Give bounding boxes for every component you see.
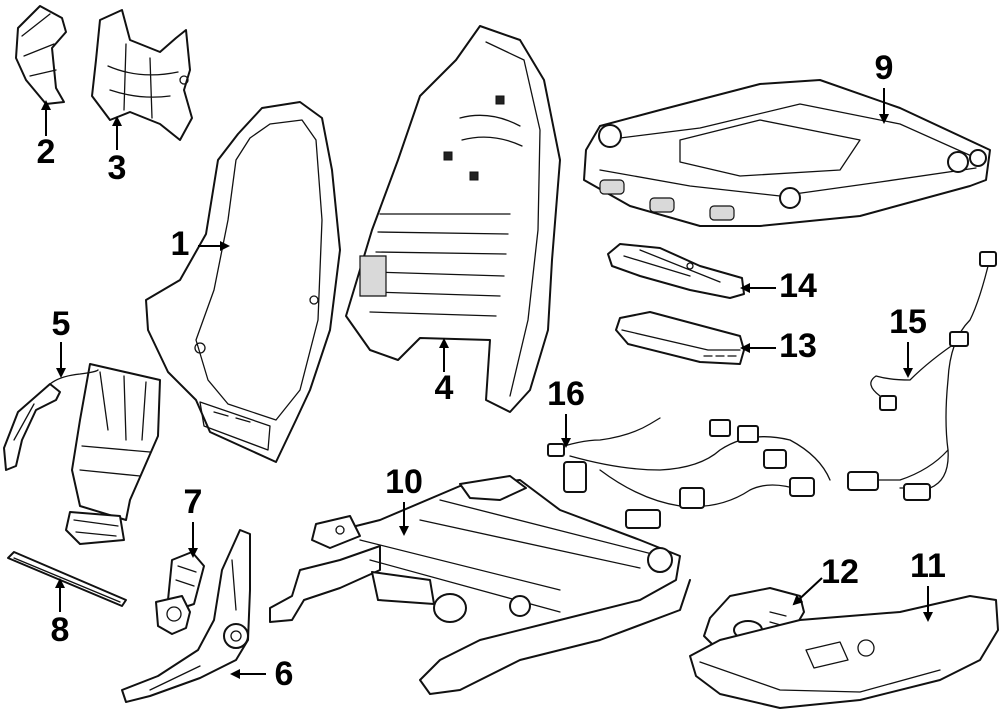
- part-8-rod[interactable]: [7, 551, 127, 607]
- callout-15: 15: [889, 303, 927, 341]
- part-13-control-module[interactable]: [615, 311, 745, 365]
- part-11-side-shield[interactable]: [689, 595, 999, 709]
- part-5-lumbar-support[interactable]: [3, 363, 161, 545]
- callout-1: 1: [171, 225, 190, 263]
- part-15-wiring-harness[interactable]: [847, 251, 997, 501]
- callout-3: 3: [108, 149, 127, 187]
- callout-9: 9: [875, 49, 894, 87]
- callout-8: 8: [51, 611, 70, 649]
- callout-6: 6: [275, 655, 294, 693]
- part-14-module-bracket[interactable]: [607, 243, 745, 299]
- callout-5: 5: [52, 305, 71, 343]
- leader-12: [792, 577, 823, 606]
- part-4-seat-back-panel[interactable]: [345, 25, 561, 413]
- part-6-side-plate[interactable]: [121, 529, 251, 703]
- part-16-wiring-assembly[interactable]: [547, 417, 831, 529]
- part-1-seat-back-frame[interactable]: [145, 101, 341, 463]
- callout-2: 2: [37, 133, 56, 171]
- callout-11: 11: [910, 547, 946, 585]
- part-3-trim-panel[interactable]: [91, 9, 193, 141]
- callout-4: 4: [435, 369, 454, 407]
- part-9-seat-cushion-frame[interactable]: [583, 79, 991, 227]
- part-2-side-cover[interactable]: [15, 5, 67, 105]
- callout-12: 12: [821, 553, 859, 591]
- part-10-seat-adjuster[interactable]: [269, 475, 691, 695]
- callout-13: 13: [779, 327, 817, 365]
- callout-10: 10: [385, 463, 423, 501]
- callout-7: 7: [184, 483, 203, 521]
- part-7-recliner-actuator[interactable]: [155, 551, 205, 635]
- callout-16: 16: [547, 375, 585, 413]
- callout-14: 14: [779, 267, 817, 305]
